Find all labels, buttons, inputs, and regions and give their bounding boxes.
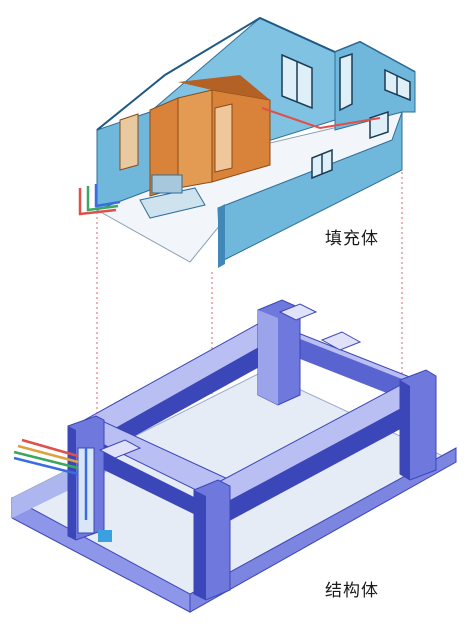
fixtures (139, 174, 206, 219)
infill-model (78, 16, 416, 268)
infill-pipes (78, 184, 121, 216)
structure-model (11, 299, 458, 613)
window-front (311, 148, 333, 180)
pipe-run-top (261, 107, 381, 130)
structure-pipes (13, 438, 88, 520)
infill-label: 填充体 (325, 229, 379, 249)
window-group-back (281, 52, 411, 140)
infill-right-wall (334, 41, 416, 131)
partition-walls (119, 75, 271, 197)
structure-label: 结构体 (325, 581, 379, 601)
